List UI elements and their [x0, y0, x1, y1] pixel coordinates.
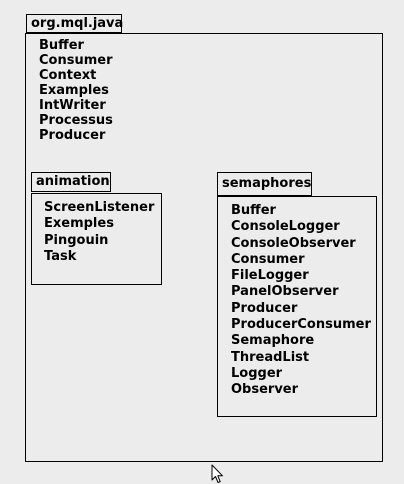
semaphores-class-item[interactable]: FileLogger: [231, 268, 309, 284]
root-class-item[interactable]: IntWriter: [39, 98, 106, 113]
animation-class-item[interactable]: ScreenListener: [44, 200, 155, 215]
animation-class-item[interactable]: Pingouin: [44, 232, 109, 248]
root-class-item[interactable]: Buffer: [39, 38, 84, 53]
package-body-semaphores[interactable]: [217, 196, 377, 417]
package-tab-semaphores[interactable]: semaphores: [217, 172, 312, 196]
semaphores-class-item[interactable]: Producer: [231, 300, 298, 316]
animation-class-item[interactable]: Exemples: [44, 216, 114, 232]
semaphores-class-item[interactable]: ConsoleLogger: [231, 219, 340, 235]
package-body-org-mql-java[interactable]: [25, 33, 383, 462]
semaphores-class-item[interactable]: Semaphore: [231, 333, 315, 349]
semaphores-class-item[interactable]: ThreadList: [231, 349, 310, 365]
root-class-item[interactable]: Consumer: [39, 53, 113, 68]
package-name: org.mql.java: [31, 16, 124, 31]
root-class-item[interactable]: Examples: [39, 83, 109, 98]
root-class-item[interactable]: Producer: [39, 128, 106, 143]
semaphores-class-item[interactable]: Observer: [231, 382, 299, 398]
semaphores-class-item[interactable]: Consumer: [231, 251, 305, 267]
package-tab-org-mql-java[interactable]: org.mql.java: [26, 14, 124, 33]
semaphores-class-item[interactable]: PanelObserver: [231, 284, 339, 300]
package-body-animation[interactable]: [31, 193, 162, 285]
root-class-item[interactable]: Processus: [39, 113, 113, 128]
semaphores-class-item[interactable]: Buffer: [231, 203, 276, 218]
subpackage-name: animation: [36, 174, 110, 189]
mouse-pointer-icon: [211, 464, 223, 483]
semaphores-class-item[interactable]: Logger: [231, 365, 283, 381]
root-class-item[interactable]: Context: [39, 68, 97, 83]
package-tab-animation[interactable]: animation: [31, 172, 111, 192]
semaphores-class-item[interactable]: ProducerConsumer: [231, 317, 371, 333]
subpackage-name: semaphores: [222, 176, 312, 191]
semaphores-class-item[interactable]: ConsoleObserver: [231, 235, 356, 251]
animation-class-item[interactable]: Task: [44, 249, 77, 265]
